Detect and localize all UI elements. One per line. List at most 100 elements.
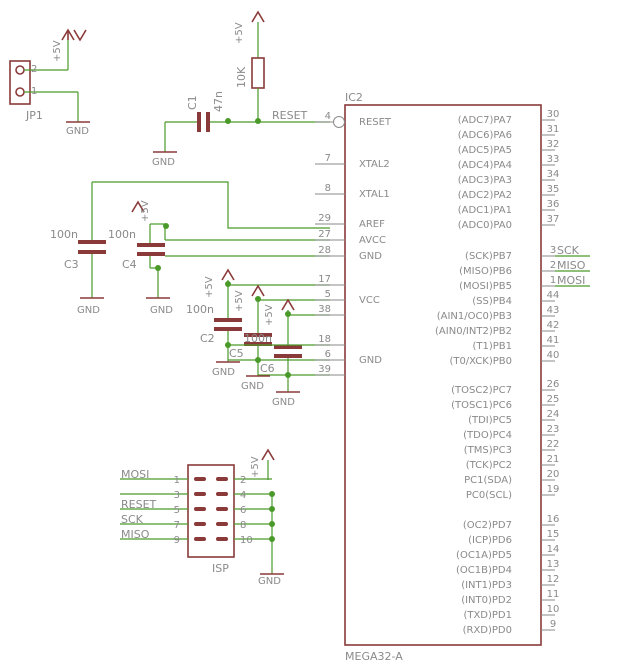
- ic2-right-pin-number: 21: [547, 454, 560, 465]
- ic2-left-pin-number: 28: [318, 245, 331, 256]
- c2-name: C2: [200, 332, 215, 345]
- ic2-right-pin: 13(OC1B)PD4: [456, 559, 559, 576]
- ic2-right-pin-number: 40: [547, 350, 560, 361]
- ic2-left-pin-label: AREF: [359, 219, 385, 230]
- ic2-right-pin-number: 2: [550, 260, 556, 271]
- c1-gnd-symbol: GND: [152, 151, 177, 168]
- c4-capacitor: 100n C4 GND: [108, 223, 330, 316]
- c5-gnd-label: GND: [241, 381, 264, 392]
- ic2-right-pin-label: (ADC7)PA7: [458, 115, 512, 126]
- isp-label: ISP: [212, 562, 229, 575]
- ic2-right-pin: 35(ADC2)PA2: [458, 184, 560, 201]
- c4-name: C4: [122, 258, 137, 271]
- isp-right-pin-number: 2: [240, 475, 246, 486]
- isp-net-label: MISO: [121, 528, 150, 541]
- c2-vcc-label: +5V: [204, 276, 215, 298]
- c3-capacitor: 100n C3 GND: [50, 181, 330, 316]
- ic2-right-pin: 11 (INT0)PD2: [461, 589, 559, 606]
- c1-gnd-label: GND: [152, 157, 175, 168]
- ic2-right-pin-label: (MISO)PB6: [459, 266, 512, 277]
- ic2-right-pin-label: (ADC6)PA6: [458, 130, 512, 141]
- c6-gnd-label: GND: [272, 397, 295, 408]
- ic2-right-pin: 16(OC2)PD7: [463, 514, 559, 531]
- ic2-right-pin-number: 16: [547, 514, 560, 525]
- jp1-pin1-number: 1: [31, 86, 37, 97]
- ic2-right-pin-number: 11: [547, 589, 560, 600]
- ic2-right-pin-number: 19: [547, 484, 560, 495]
- jp1-vcc-symbol: +5V: [52, 28, 87, 62]
- ic2-right-pin-number: 37: [547, 214, 560, 225]
- isp-gnd-label: GND: [258, 576, 281, 587]
- ic2-value: MEGA32-A: [345, 650, 403, 663]
- ic2-right-pin-number: 24: [547, 409, 560, 420]
- ic2-right-pin-label: (INT0)PD2: [461, 595, 512, 606]
- ic2-left-pin-label: GND: [359, 251, 382, 262]
- ic2-right-pin-label: (TMS)PC3: [464, 445, 512, 456]
- ic2-right-pin-label: (TOSC2)PC7: [451, 385, 512, 396]
- jp1-vcc-label: +5V: [52, 40, 63, 62]
- ic2-right-pin-number: 13: [547, 559, 560, 570]
- ic2-right-pin-label: (ADC5)PA5: [458, 145, 512, 156]
- ic2-left-pin-number: 29: [318, 213, 331, 224]
- ic2-right-pin: 44(SS)PB4: [472, 290, 559, 307]
- ic2-right-pin: 31(ADC6)PA6: [458, 124, 560, 141]
- isp-right-pin-number: 4: [240, 490, 246, 501]
- isp-left-pin-number: 9: [174, 535, 180, 546]
- c4-gnd-label: GND: [150, 305, 173, 316]
- ic2-left-pin: 38: [315, 304, 345, 316]
- c6-name: C6: [260, 362, 275, 375]
- isp-left-pin-number: 5: [174, 505, 180, 516]
- ic2-right-pin-number: 20: [547, 469, 560, 480]
- sck-net-label: SCK: [557, 244, 580, 257]
- reset-resistor: 10K: [235, 22, 265, 124]
- ic2-right-pin: 3 (SCK)PB7: [465, 245, 556, 262]
- ic2-left-pin-label: AVCC: [359, 235, 386, 246]
- ic2-right-pin-number: 23: [547, 424, 560, 435]
- ic2-right-pin: 14(OC1A)PD5: [456, 544, 559, 561]
- ic2-left-pin-number: 4: [325, 111, 331, 122]
- ic2-right-pin-label: (ADC3)PA3: [458, 175, 512, 186]
- spi-net-labels: SCK MISO MOSI: [555, 244, 590, 287]
- ic2-left-pin-label: XTAL2: [359, 159, 390, 170]
- ic2-right-pin-label: (ADC1)PA1: [458, 205, 512, 216]
- ic2-right-pin-number: 44: [547, 290, 560, 301]
- ic2-right-pin-label: (INT1)PD3: [461, 580, 512, 591]
- ic2-left-pin-label: RESET: [359, 117, 392, 128]
- ic2-right-pin-number: 25: [547, 394, 560, 405]
- ic2-right-pin-number: 3: [550, 245, 556, 256]
- ic2-right-pin-label: (ADC4)PA4: [458, 160, 512, 171]
- c4-value: 100n: [108, 228, 136, 241]
- ic2-right-pin-label: (SCK)PB7: [465, 251, 512, 262]
- ic2-right-pin-number: 42: [547, 320, 560, 331]
- ic2-right-pin-label: (ICP)PD6: [468, 535, 512, 546]
- ic2-right-pin: 43(AIN1/OC0)PB3: [437, 305, 560, 322]
- ic2-right-pin: 34(ADC3)PA3: [458, 169, 560, 186]
- c6-capacitor: C6: [260, 345, 302, 392]
- ic2-left-pin-number: 5: [325, 289, 331, 300]
- ic2-right-pin: 23 (TDO)PC4: [463, 424, 559, 441]
- isp-row: 9 10 MISO: [120, 528, 275, 546]
- ic2-right-pin: 33 (ADC4)PA4: [458, 154, 560, 171]
- ic2-right-pin-label: (TCK)PC2: [466, 460, 512, 471]
- ic2-right-pin: 25(TOSC1)PC6: [451, 394, 559, 411]
- isp-net-label: RESET: [121, 498, 157, 511]
- isp-right-pin-number: 10: [240, 535, 253, 546]
- miso-net-label: MISO: [557, 259, 586, 272]
- ic2-left-pin-number: 17: [318, 274, 331, 285]
- ic2-left-pin-number: 39: [318, 364, 331, 375]
- reset-net-label: RESET: [272, 109, 308, 122]
- ic2-right-pin-label: (TDO)PC4: [463, 430, 512, 441]
- ic2-right-pin: 36(ADC1)PA1: [458, 199, 560, 216]
- ic2-right-pin-number: 33: [547, 154, 560, 165]
